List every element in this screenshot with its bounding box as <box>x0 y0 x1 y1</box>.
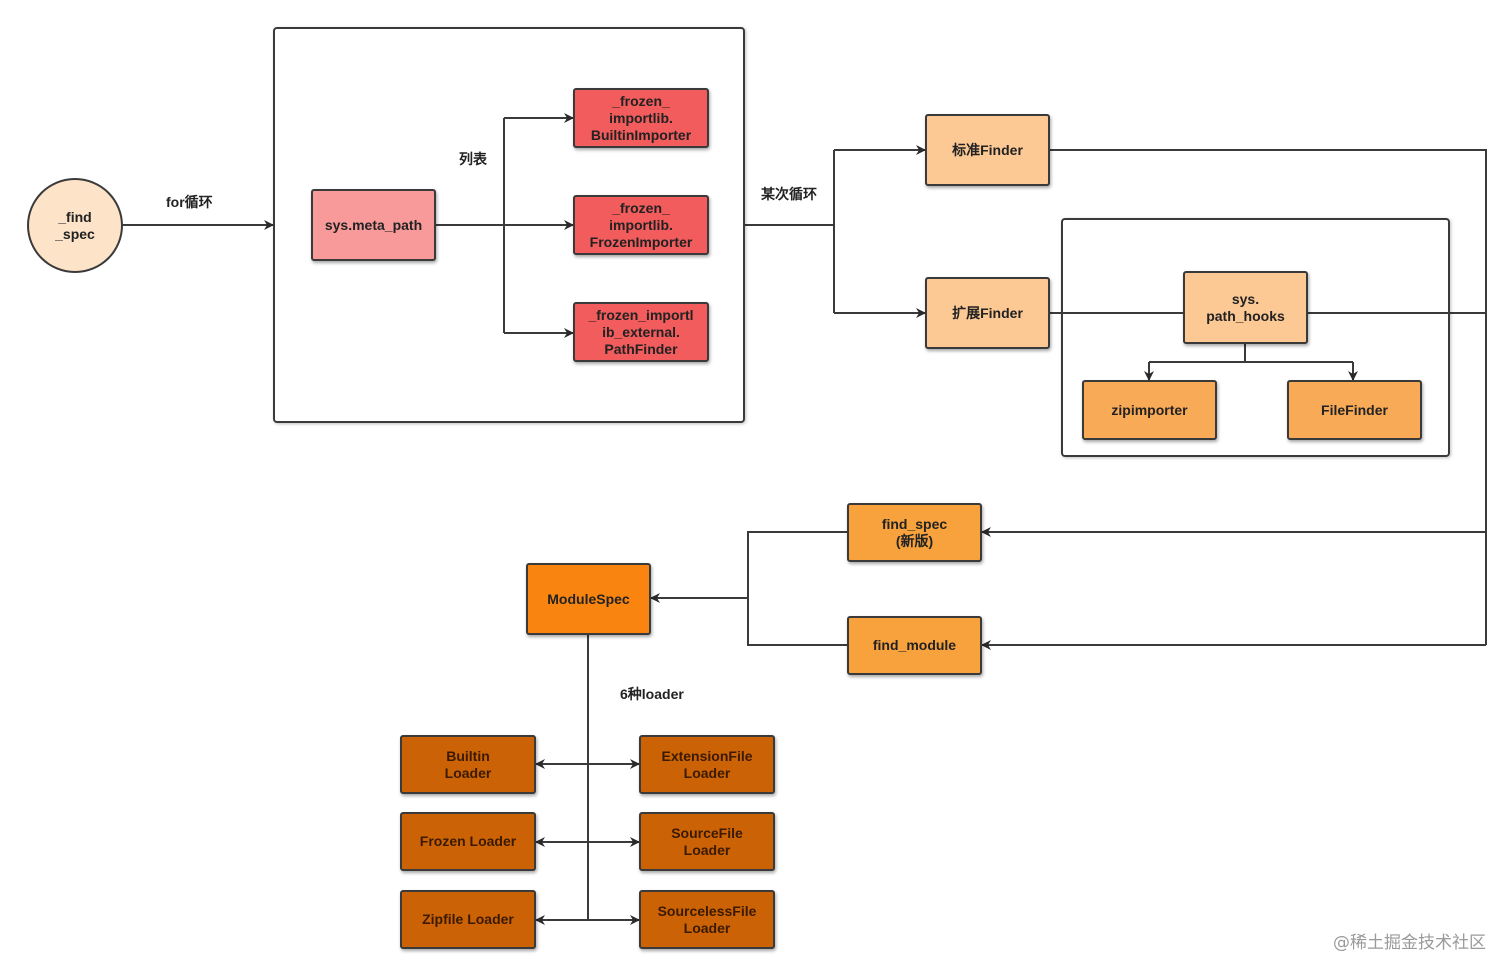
some-loop-label: 某次循环 <box>761 186 817 202</box>
module-spec-node: ModuleSpec <box>526 563 651 635</box>
builtin-importer-node: _frozen_ importlib. BuiltinImporter <box>573 88 709 148</box>
edge-standard-finder-right <box>1050 149 1487 645</box>
zipimporter-node: zipimporter <box>1082 380 1217 440</box>
standard-finder-node: 标准Finder <box>925 114 1050 186</box>
zipfile-loader-node: Zipfile Loader <box>400 890 536 949</box>
sourcefile-loader-node: SourceFile Loader <box>639 812 775 871</box>
watermark: @稀土掘金技术社区 <box>1333 933 1486 953</box>
frozen-loader-node: Frozen Loader <box>400 812 536 871</box>
find-spec-start-node: _find _spec <box>27 178 123 273</box>
six-loaders-label: 6种loader <box>620 686 684 702</box>
edge-find-spec-left <box>747 531 847 646</box>
find-module-node: find_module <box>847 616 982 675</box>
extensionfile-loader-node: ExtensionFile Loader <box>639 735 775 794</box>
frozen-importer-node: _frozen_ importlib. FrozenImporter <box>573 195 709 255</box>
list-label: 列表 <box>459 151 487 167</box>
for-loop-label: for循环 <box>166 194 213 210</box>
sourceless-loader-node: SourcelessFile Loader <box>639 890 775 949</box>
sys-meta-path-node: sys.meta_path <box>311 189 436 261</box>
path-hooks-frame <box>1061 218 1450 457</box>
path-finder-node: _frozen_importl ib_external. PathFinder <box>573 302 709 362</box>
filefinder-node: FileFinder <box>1287 380 1422 440</box>
find-spec-node: find_spec (新版) <box>847 503 982 562</box>
builtin-loader-node: Builtin Loader <box>400 735 536 794</box>
extended-finder-node: 扩展Finder <box>925 277 1050 349</box>
meta-path-frame <box>273 27 745 423</box>
sys-path-hooks-node: sys. path_hooks <box>1183 271 1308 344</box>
